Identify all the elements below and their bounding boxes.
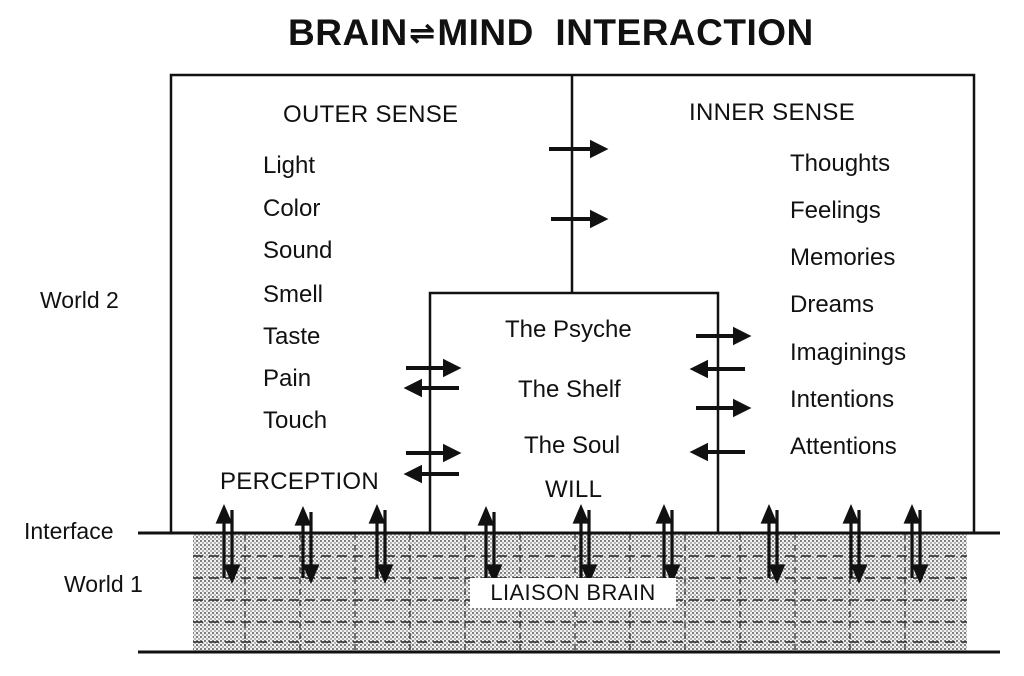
center-item: The Psyche: [505, 316, 632, 343]
outer-sense-item: Light: [263, 152, 316, 179]
title-mind-interaction: MIND INTERACTION: [437, 12, 814, 53]
world2-label: World 2: [40, 287, 119, 313]
exchange-arrows: [403, 139, 752, 484]
world1-label: World 1: [64, 571, 143, 597]
outer-sense-item: Pain: [263, 365, 312, 392]
exchange-arrow-icon: ⇌: [409, 17, 436, 50]
inner-sense-heading: INNER SENSE: [689, 99, 856, 126]
inner-sense-item: Memories: [790, 244, 896, 271]
liaison-brain-label: LIAISON BRAIN: [470, 578, 676, 608]
interface-arrows: [215, 503, 929, 585]
outer-sense-item: Sound: [263, 237, 333, 264]
center-item: The Shelf: [518, 376, 621, 403]
center-item: The Soul: [524, 432, 621, 459]
outer-sense-item: Touch: [263, 407, 328, 434]
will-label: WILL: [545, 476, 603, 503]
outer-sense-item: Smell: [263, 281, 324, 308]
outer-sense-heading: OUTER SENSE: [283, 101, 459, 128]
outer-sense-item: Color: [263, 195, 321, 222]
inner-sense-item: Intentions: [790, 386, 895, 413]
interface-label: Interface: [24, 518, 114, 544]
center-box: [428, 291, 720, 533]
perception-label: PERCEPTION: [220, 468, 380, 495]
outer-sense-item: Taste: [263, 323, 321, 350]
inner-sense-item: Attentions: [790, 433, 897, 460]
inner-sense-item: Thoughts: [790, 150, 891, 177]
inner-sense-item: Dreams: [790, 291, 875, 318]
inner-sense-item: Imaginings: [790, 339, 907, 366]
diagram-title: BRAIN⇌MIND INTERACTION: [288, 14, 814, 51]
title-brain: BRAIN: [288, 12, 408, 53]
inner-sense-item: Feelings: [790, 197, 881, 224]
